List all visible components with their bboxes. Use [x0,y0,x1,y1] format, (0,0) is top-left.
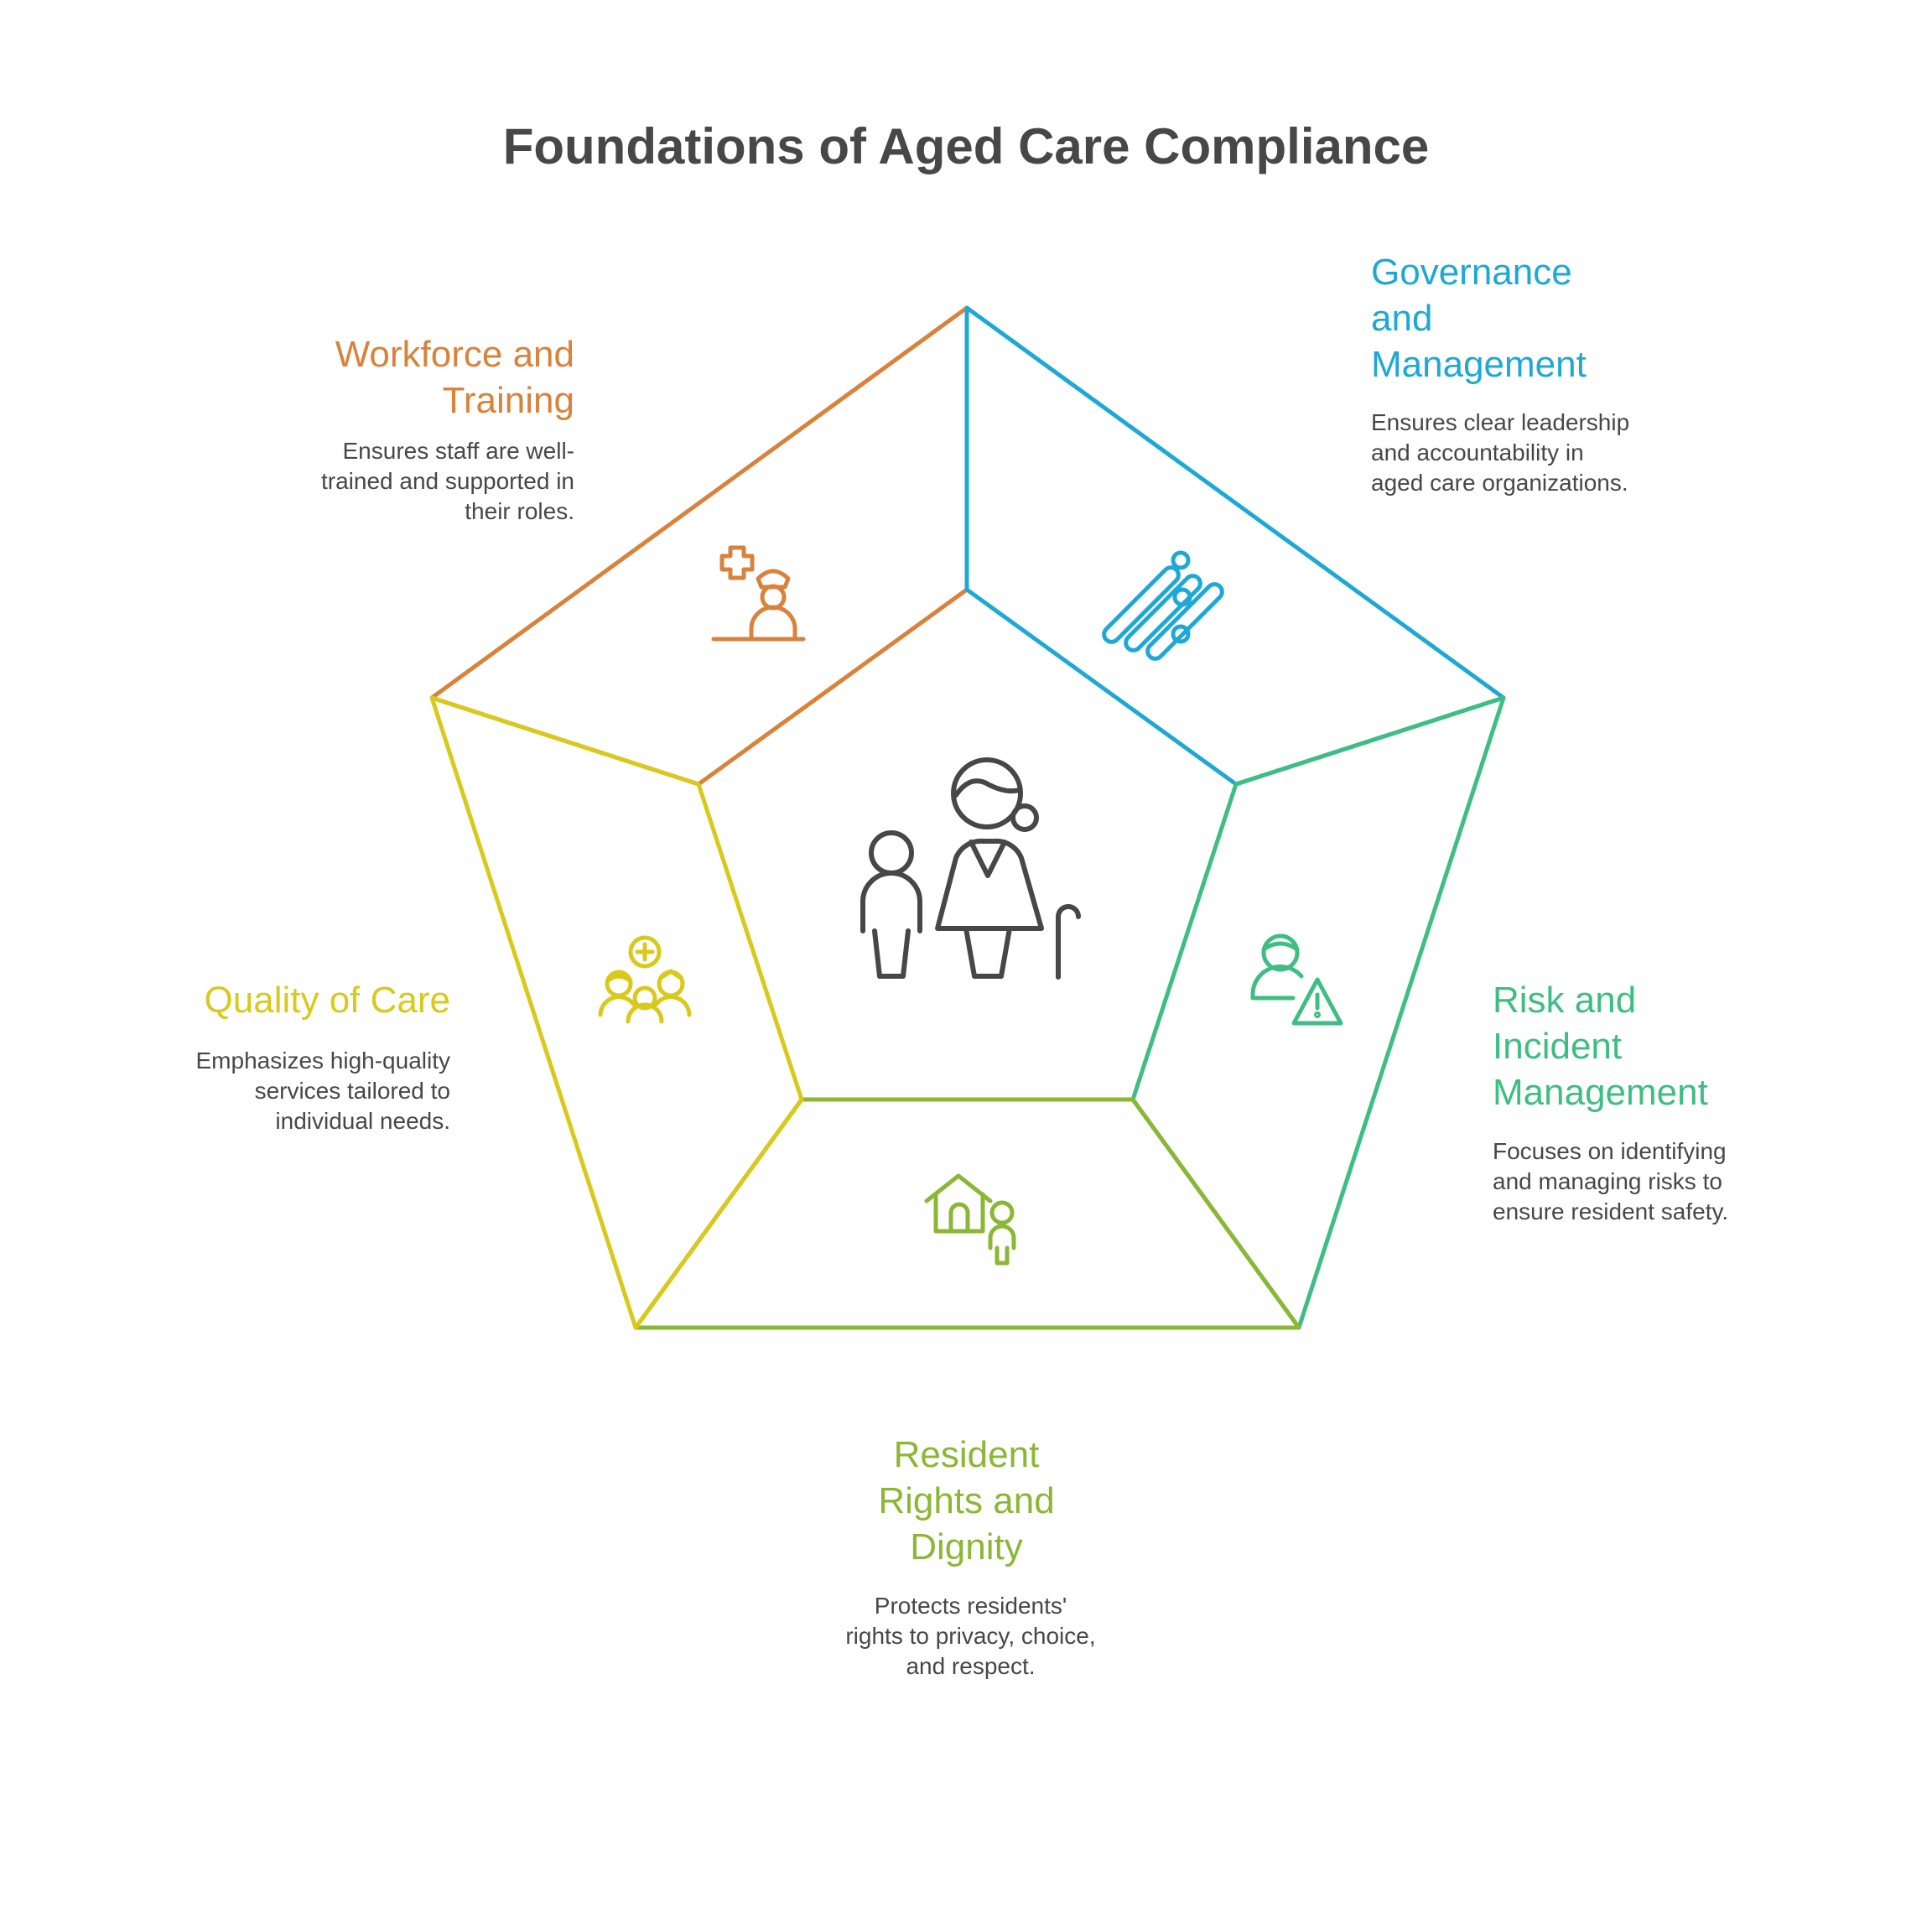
workforce-description: Ensures staff are well-trained and suppo… [321,438,574,524]
governance-description: Ensures clear leadership and accountabil… [1371,409,1630,496]
quality-title: Quality of Care [204,980,450,1021]
elderly-woman-with-child-and-cane-icon [860,757,1081,980]
nurse-with-medical-cross-icon [711,545,806,642]
group-with-plus-icon [598,935,692,1024]
home-and-person-icon [924,1173,1016,1266]
person-with-warning-icon [1250,933,1343,1026]
aligned-bars-icon [1102,550,1224,661]
segment-quality [429,695,804,1330]
workforce-title: Workforce and Training [335,334,574,421]
quality-description: Emphasizes high-quality services tailore… [195,1048,451,1134]
rights-title: Resident Rights and Dignity [878,1434,1055,1567]
rights-description: Protects residents' rights to privacy, c… [845,1593,1096,1679]
governance-title: Governance and Management [1371,252,1587,385]
risk-title: Risk and Incident Management [1493,980,1708,1113]
risk-description: Focuses on identifying and managing risk… [1493,1138,1729,1224]
page-title: Foundations of Aged Care Compliance [502,118,1430,174]
